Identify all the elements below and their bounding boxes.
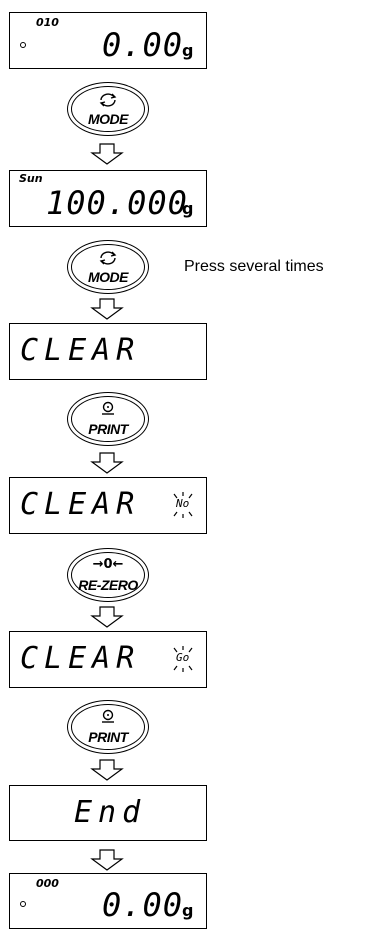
- cycle-arrows-icon: [68, 249, 148, 270]
- stable-indicator-icon: [20, 42, 26, 48]
- zero-arrows-icon: →0←: [92, 557, 124, 572]
- blinking-indicator-icon: No: [170, 492, 196, 518]
- display-small-text: 000: [36, 877, 59, 890]
- display-unit: g: [182, 199, 194, 218]
- display-clear-no: CLEAR No: [9, 477, 207, 534]
- display-unit: g: [182, 901, 194, 920]
- mode-button-label: MODE: [88, 111, 129, 127]
- blinking-choice-text: Go: [176, 651, 190, 664]
- display-main-text: 0.00: [102, 886, 184, 924]
- display-main-text: 0.00: [102, 26, 184, 64]
- press-several-times-note: Press several times: [184, 258, 324, 275]
- print-target-icon: [68, 401, 148, 418]
- stable-indicator-icon: [20, 901, 26, 907]
- display-unit: g: [182, 41, 194, 60]
- mode-button[interactable]: MODE: [67, 82, 149, 136]
- display-main-text: CLEAR: [20, 487, 141, 522]
- display-main-text: End: [74, 795, 147, 830]
- down-arrow-icon: [90, 759, 124, 781]
- print-button[interactable]: PRINT: [67, 392, 149, 446]
- re-zero-button[interactable]: →0← RE-ZERO: [67, 548, 149, 602]
- mode-button-label: MODE: [88, 269, 129, 285]
- print-button-label: PRINT: [88, 729, 128, 745]
- blinking-choice-text: No: [176, 497, 190, 510]
- display-end: End: [9, 785, 207, 841]
- display-sum: Sun 100.000 g: [9, 170, 207, 227]
- print-target-icon: [68, 709, 148, 726]
- display-small-text: 010: [36, 16, 59, 29]
- display-final: 000 0.00 g: [9, 873, 207, 929]
- down-arrow-icon: [90, 849, 124, 871]
- blinking-indicator-icon: Go: [170, 646, 196, 672]
- display-main-text: 100.000: [46, 184, 188, 222]
- down-arrow-icon: [90, 452, 124, 474]
- down-arrow-icon: [90, 606, 124, 628]
- down-arrow-icon: [90, 298, 124, 320]
- print-button[interactable]: PRINT: [67, 700, 149, 754]
- down-arrow-icon: [90, 143, 124, 165]
- display-small-text: Sun: [19, 172, 43, 185]
- mode-button[interactable]: MODE: [67, 240, 149, 294]
- cycle-arrows-icon: [68, 91, 148, 112]
- print-button-label: PRINT: [88, 421, 128, 437]
- re-zero-button-label: RE-ZERO: [78, 577, 138, 593]
- display-main-text: CLEAR: [20, 333, 141, 368]
- display-initial: 010 0.00 g: [9, 12, 207, 69]
- display-clear-go: CLEAR Go: [9, 631, 207, 688]
- display-main-text: CLEAR: [20, 641, 141, 676]
- display-clear: CLEAR: [9, 323, 207, 380]
